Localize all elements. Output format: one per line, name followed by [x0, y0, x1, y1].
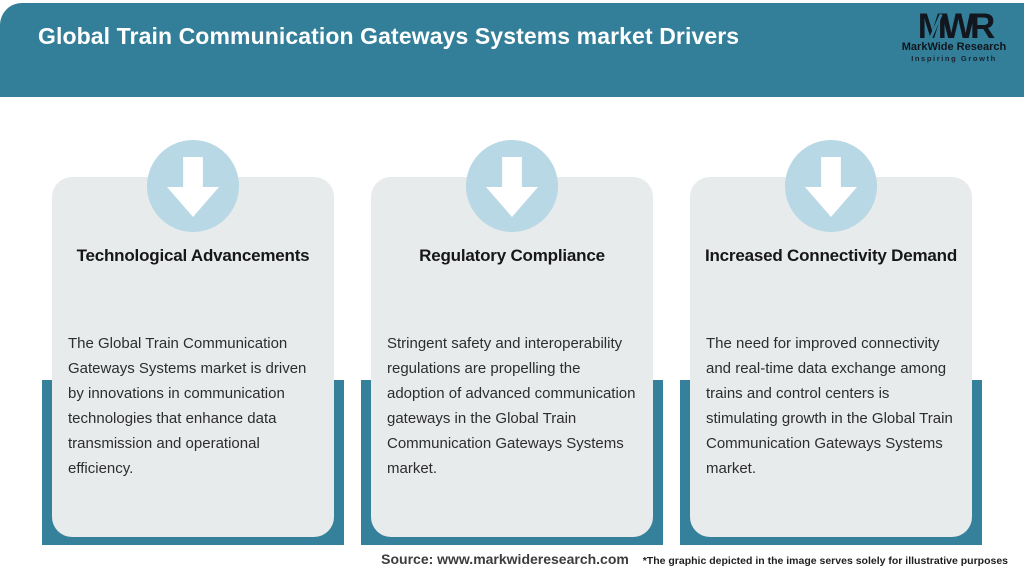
card-title: Regulatory Compliance: [419, 246, 605, 265]
logo-name: MarkWide Research: [901, 41, 1007, 53]
driver-card-technological-advancements: Technological Advancements The Global Tr…: [42, 140, 344, 545]
card-description: Stringent safety and interoperability re…: [387, 335, 636, 477]
markwide-research-logo: MWR MarkWide Research Inspiring Growth: [896, 9, 1012, 63]
arrow-glyph: [805, 157, 857, 217]
down-arrow-icon: [147, 140, 239, 232]
drivers-row: Technological Advancements The Global Tr…: [42, 140, 982, 545]
disclaimer-note: *The graphic depicted in the image serve…: [636, 555, 1008, 567]
arrow-glyph: [486, 157, 538, 217]
driver-card-increased-connectivity-demand: Increased Connectivity Demand The need f…: [680, 140, 982, 545]
page-title: Global Train Communication Gateways Syst…: [38, 23, 740, 49]
card-body: Regulatory Compliance Stringent safety a…: [371, 177, 653, 537]
logo-tagline: Inspiring Growth: [911, 54, 997, 63]
down-arrow-icon: [466, 140, 558, 232]
card-title: Technological Advancements: [76, 246, 310, 265]
header-bar: Global Train Communication Gateways Syst…: [0, 3, 1024, 97]
driver-card-regulatory-compliance: Regulatory Compliance Stringent safety a…: [361, 140, 663, 545]
card-body: Increased Connectivity Demand The need f…: [690, 177, 972, 537]
card-description: The Global Train Communication Gateways …: [68, 335, 307, 477]
source-attribution: Source: www.markwideresearch.com: [381, 551, 629, 567]
card-description: The need for improved connectivity and r…: [706, 335, 953, 477]
arrow-glyph: [167, 157, 219, 217]
down-arrow-icon: [785, 140, 877, 232]
card-title: Increased Connectivity Demand: [704, 246, 958, 265]
card-body: Technological Advancements The Global Tr…: [52, 177, 334, 537]
